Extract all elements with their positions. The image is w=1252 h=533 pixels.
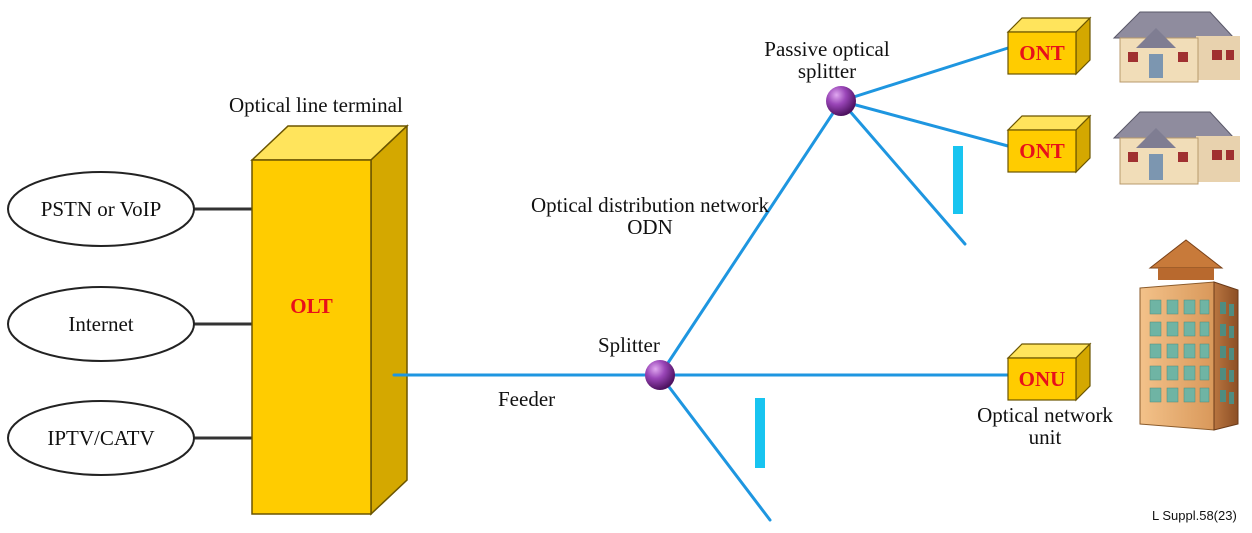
fiber-passive-to-ont1	[839, 46, 1010, 103]
passive-splitter-label: Passive optical splitter	[752, 38, 902, 82]
gap-bar-upper	[953, 146, 963, 214]
olt-title-label: Optical line terminal	[229, 93, 403, 117]
service-label-pstn: PSTN or VoIP	[40, 197, 162, 221]
olt-box-front	[251, 159, 372, 515]
source-reference: L Suppl.58(23)	[1152, 508, 1237, 523]
ont-box-1	[1006, 16, 1092, 76]
service-ellipse-iptv	[7, 400, 195, 476]
ont-label-1: ONT	[1019, 41, 1065, 65]
gap-bar-lower	[755, 398, 765, 468]
service-ellipse-pstn	[7, 171, 195, 247]
olt-box-label: OLT	[290, 294, 333, 318]
olt-box-side	[370, 124, 408, 516]
fiber-network	[392, 46, 1010, 522]
onu-label: ONU	[1018, 367, 1066, 391]
service-label-iptv: IPTV/CATV	[47, 426, 155, 450]
ont-box-2	[1006, 114, 1092, 174]
office-building-icon	[1139, 239, 1239, 431]
splitter-dot-main	[645, 360, 675, 390]
odn-label-line2: ODN	[627, 215, 673, 240]
fiber-splitter-drop	[658, 373, 772, 522]
service-label-internet: Internet	[68, 312, 134, 336]
ont-label-2: ONT	[1019, 139, 1065, 163]
odn-label: Optical distribution network ODN	[498, 194, 802, 238]
fiber-passive-drop	[839, 99, 967, 246]
house-icon-2	[1112, 111, 1240, 185]
odn-label-line1: Optical distribution network	[531, 193, 769, 217]
feeder-label: Feeder	[498, 387, 556, 411]
onu-description-label: Optical network unit	[958, 404, 1132, 448]
fiber-splitter-to-passive	[658, 99, 843, 377]
fiber-passive-to-ont2	[839, 99, 1010, 148]
passive-splitter-label-line1: Passive optical	[764, 37, 890, 61]
olt-box	[250, 124, 409, 516]
onu-description-line1: Optical network	[977, 403, 1113, 427]
splitter-dot-passive	[826, 86, 856, 116]
onu-box	[1006, 342, 1092, 402]
splitter-label: Splitter	[598, 333, 660, 357]
service-ellipse-internet	[7, 286, 195, 362]
passive-splitter-label-line2: splitter	[797, 59, 857, 84]
house-icon-1	[1112, 11, 1240, 83]
onu-description-line2: unit	[1028, 425, 1062, 450]
